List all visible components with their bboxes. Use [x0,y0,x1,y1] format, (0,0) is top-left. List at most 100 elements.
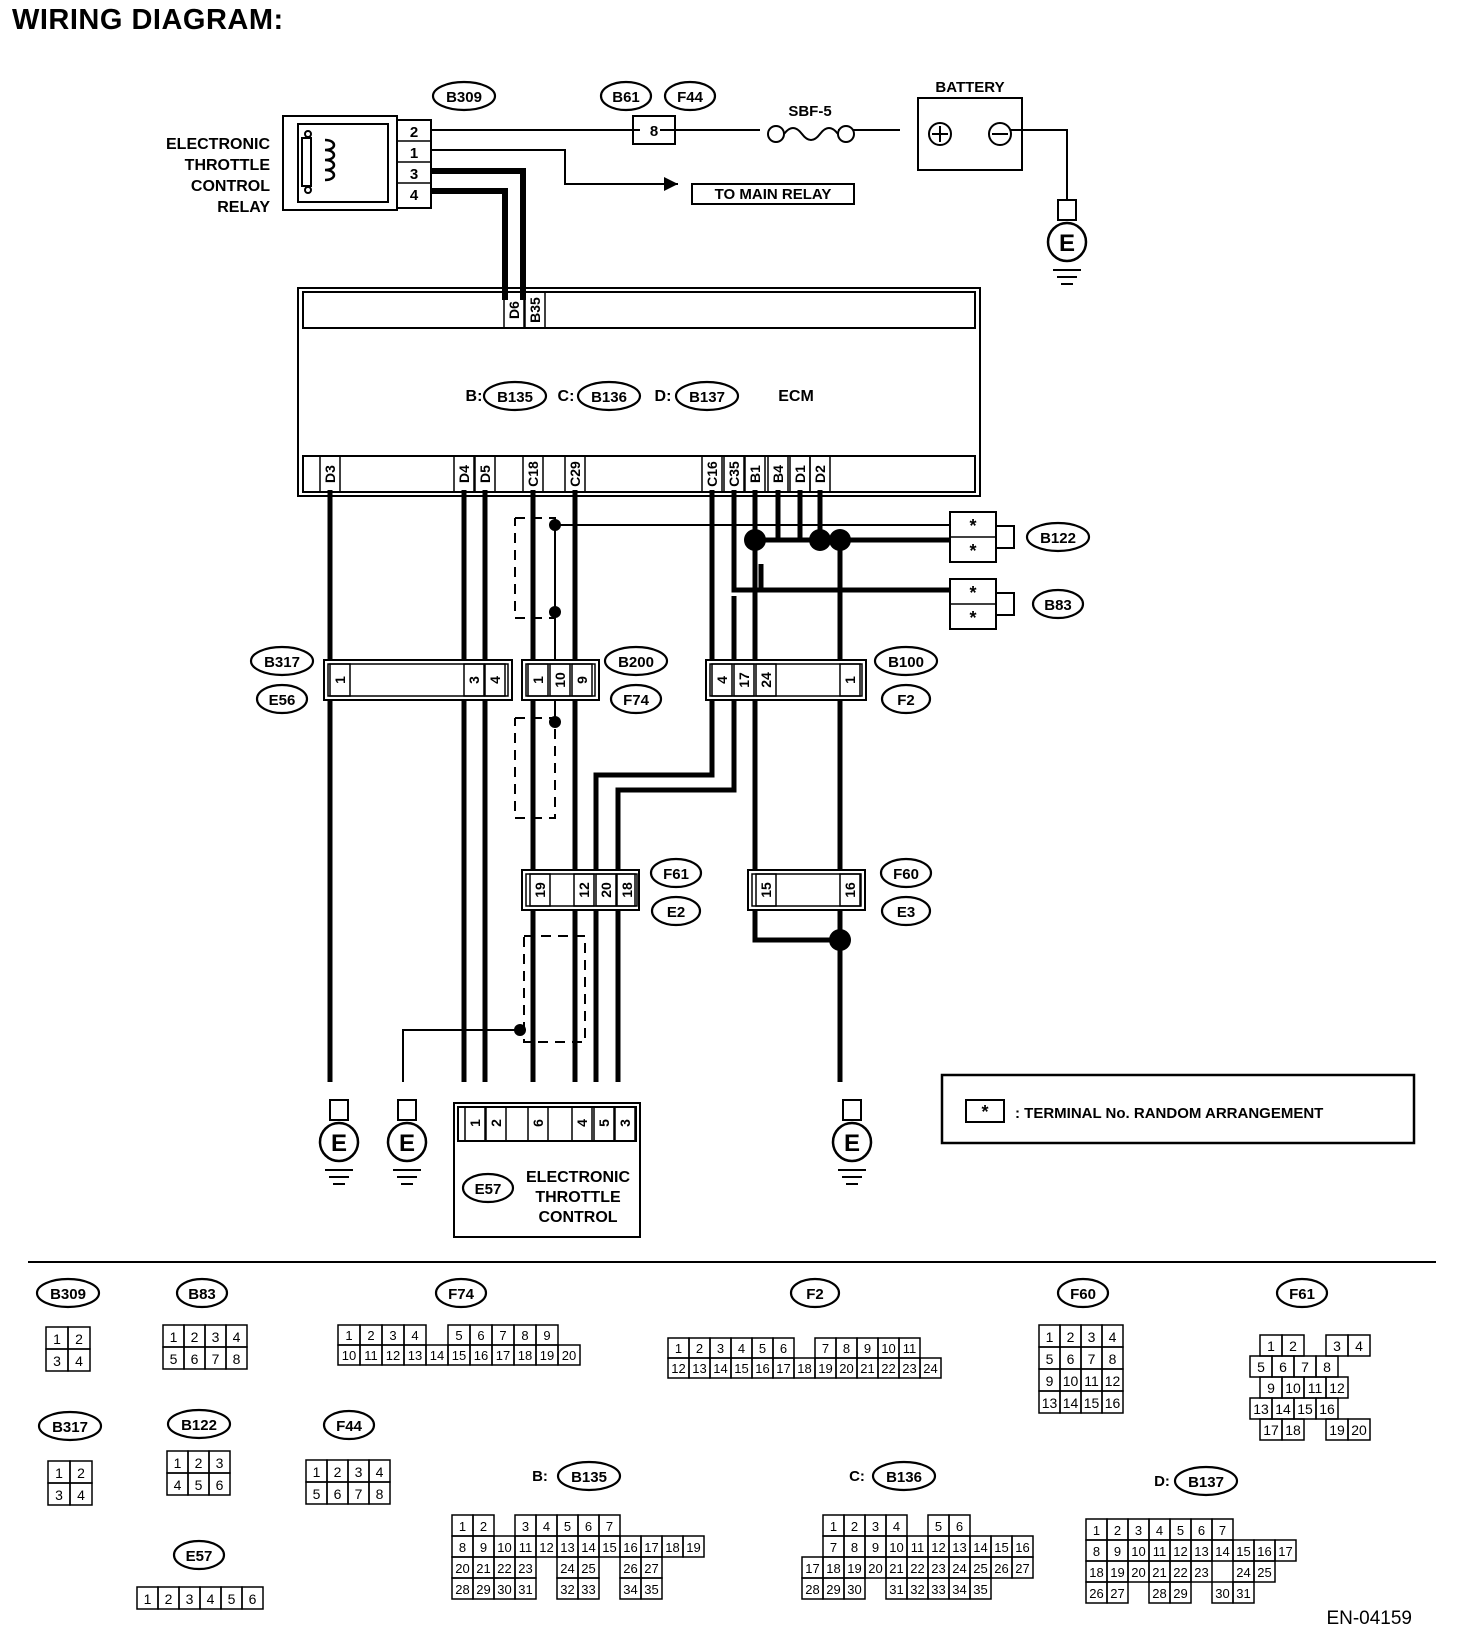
connector-b317-pin-4: 4 [487,676,503,684]
fuse-label: SBF-5 [788,103,831,120]
connector-tag [1056,1277,1110,1309]
pin-number: 8 [376,1486,384,1502]
pin-number: 13 [692,1361,706,1376]
ecm-pin-cell [744,455,766,493]
pin-number: 11 [364,1348,378,1363]
pin-number: 28 [805,1582,819,1597]
pin-number: 7 [830,1540,837,1555]
pin-number: 5 [228,1591,236,1607]
pin-cell [1274,1539,1297,1562]
connector-tag [322,1409,376,1441]
ecm-pin-cell [767,455,789,493]
pin-number: 28 [1152,1586,1166,1601]
fuse-connector [632,115,676,145]
connector-tag [35,1277,101,1309]
connector-b61-label: B61 [612,89,640,106]
pin-number: 10 [342,1348,356,1363]
pin-cell [919,1357,942,1379]
pin-number: 5 [759,1341,766,1356]
connector-f44 [663,80,717,112]
relay-terminal-dot [304,130,312,138]
wires [327,129,1068,1082]
pin-number: 15 [1297,1401,1313,1417]
pin-cell [843,1577,866,1600]
pin-number: 2 [1289,1338,1297,1354]
battery-box [917,97,1023,171]
connector-tag-label: B122 [181,1417,217,1434]
relay-connector [396,119,432,209]
ecm-pin-C18: C18 [525,461,541,487]
e57-pin-5: 5 [596,1119,612,1127]
pin-number: 8 [851,1540,858,1555]
pin-number: 1 [313,1464,321,1480]
ground-label: E [1059,230,1075,257]
pin-number: 15 [994,1540,1008,1555]
pin-number: 11 [519,1540,533,1555]
pin-number: 28 [455,1582,469,1597]
pin-cell [208,1472,231,1496]
pin-number: 12 [539,1540,553,1555]
to-main-relay-label: TO MAIN RELAY [715,186,832,203]
pin-number: 25 [973,1561,987,1576]
pin-number: 27 [644,1561,658,1576]
connector-f74-tag [609,683,663,715]
connector-e56-tag-label: E56 [269,692,296,709]
pin-number: 15 [734,1361,748,1376]
relay-contact [301,137,312,187]
wire-shield-ground [402,1029,520,1082]
connector-f61-body [521,869,640,911]
pin-number: 1 [55,1465,63,1481]
connector-b200-tag [603,645,669,677]
connector-e2-tag [650,895,702,927]
connector-tag-label: B317 [52,1419,88,1436]
pin-number: 18 [518,1348,532,1363]
pin-cell [67,1348,91,1372]
connector-b317-tag-label: B317 [264,654,300,671]
connector-b122-tag [1025,521,1091,553]
pin-number: 1 [675,1341,682,1356]
pin-number: 9 [1114,1544,1121,1559]
pin-number: 4 [411,1328,418,1343]
ecm-prefix: D: [655,388,672,405]
pin-number: 13 [1042,1395,1058,1411]
pin-number: 3 [53,1353,61,1369]
pin-number: 13 [560,1540,574,1555]
pin-number: 24 [952,1561,966,1576]
connector-tag-label: B135 [571,1469,607,1486]
pin-number: 6 [191,1351,199,1367]
pin-number: 5 [1257,1359,1265,1375]
pin-number: 18 [1285,1422,1301,1438]
connector-tag [172,1539,226,1571]
pin-cell [1253,1560,1276,1583]
pin-number: 7 [212,1351,220,1367]
pin-number: 1 [459,1519,466,1534]
pin-cell [225,1346,248,1370]
pin-number: 21 [476,1561,490,1576]
pin-number: 20 [562,1348,576,1363]
pin-number: 25 [581,1561,595,1576]
connector-b200-tag-label: B200 [618,654,654,671]
connector-tag-label: F44 [336,1418,363,1435]
pin-number: 33 [931,1582,945,1597]
connector-e56-tag [255,683,309,715]
pin-number: 6 [956,1519,963,1534]
ground-circle [386,1121,428,1163]
pin-number: 31 [518,1582,532,1597]
connector-f60-body [747,869,866,911]
pin-number: 26 [1089,1586,1103,1601]
pin-number: 1 [830,1519,837,1534]
pin-number: 3 [1333,1338,1341,1354]
pin-number: 15 [1236,1544,1250,1559]
pin-cell [614,1106,636,1142]
fuse-terminal [837,125,855,143]
pin-number: 2 [696,1341,703,1356]
pin-number: 3 [355,1464,363,1480]
junction-dot [514,1024,526,1036]
e57-pin-2: 2 [488,1119,504,1127]
face-prefix: B: [532,1468,548,1485]
